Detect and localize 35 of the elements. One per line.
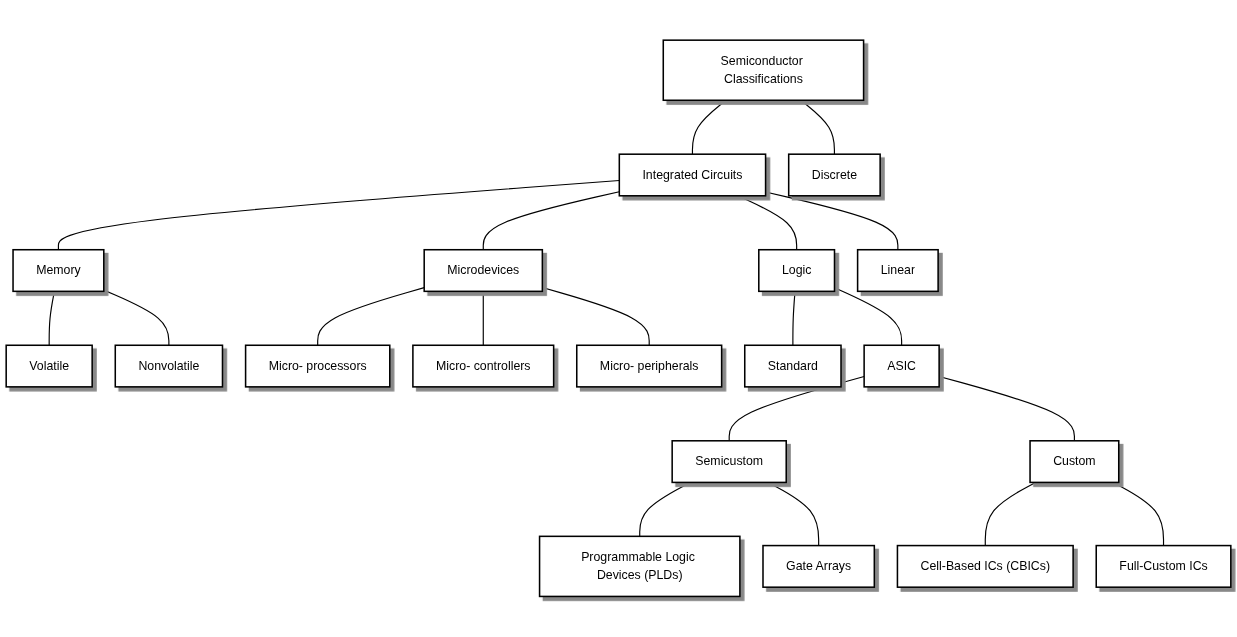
node-box: Micro- peripherals [576, 344, 723, 388]
connector [792, 290, 796, 347]
connector [984, 482, 1037, 547]
node-box: Microdevices [423, 249, 544, 293]
node-box: Micro- controllers [412, 344, 555, 388]
connector [767, 482, 820, 547]
connector [800, 99, 835, 155]
node-box: Cell-Based ICs (CBICs) [896, 545, 1074, 589]
node-box: Volatile [5, 344, 93, 388]
node-box: Programmable Logic Devices (PLDs) [538, 535, 741, 598]
node-box: Gate Arrays [762, 545, 876, 589]
node-box: Memory [12, 249, 105, 293]
node-box: Logic [758, 249, 836, 293]
connector [48, 290, 55, 347]
connector [765, 191, 899, 251]
node-box: Custom [1029, 440, 1120, 484]
node-box: Semicustom [671, 440, 787, 484]
node-box: ASIC [863, 344, 940, 388]
connector [639, 482, 691, 538]
node-box: Semiconductor Classifications [662, 39, 865, 102]
node-box: Full-Custom ICs [1095, 545, 1232, 589]
connector [103, 289, 170, 347]
node-box: Linear [856, 249, 939, 293]
connector [691, 99, 727, 155]
connector [1112, 482, 1165, 547]
node-box: Standard [744, 344, 842, 388]
connector [317, 287, 425, 347]
connector [57, 180, 620, 251]
connector [482, 290, 484, 347]
node-box: Discrete [787, 153, 881, 197]
node-box: Nonvolatile [114, 344, 224, 388]
node-box: Integrated Circuits [618, 153, 767, 197]
connector [482, 191, 620, 251]
connector [728, 376, 865, 442]
node-box: Micro- processors [244, 344, 391, 388]
